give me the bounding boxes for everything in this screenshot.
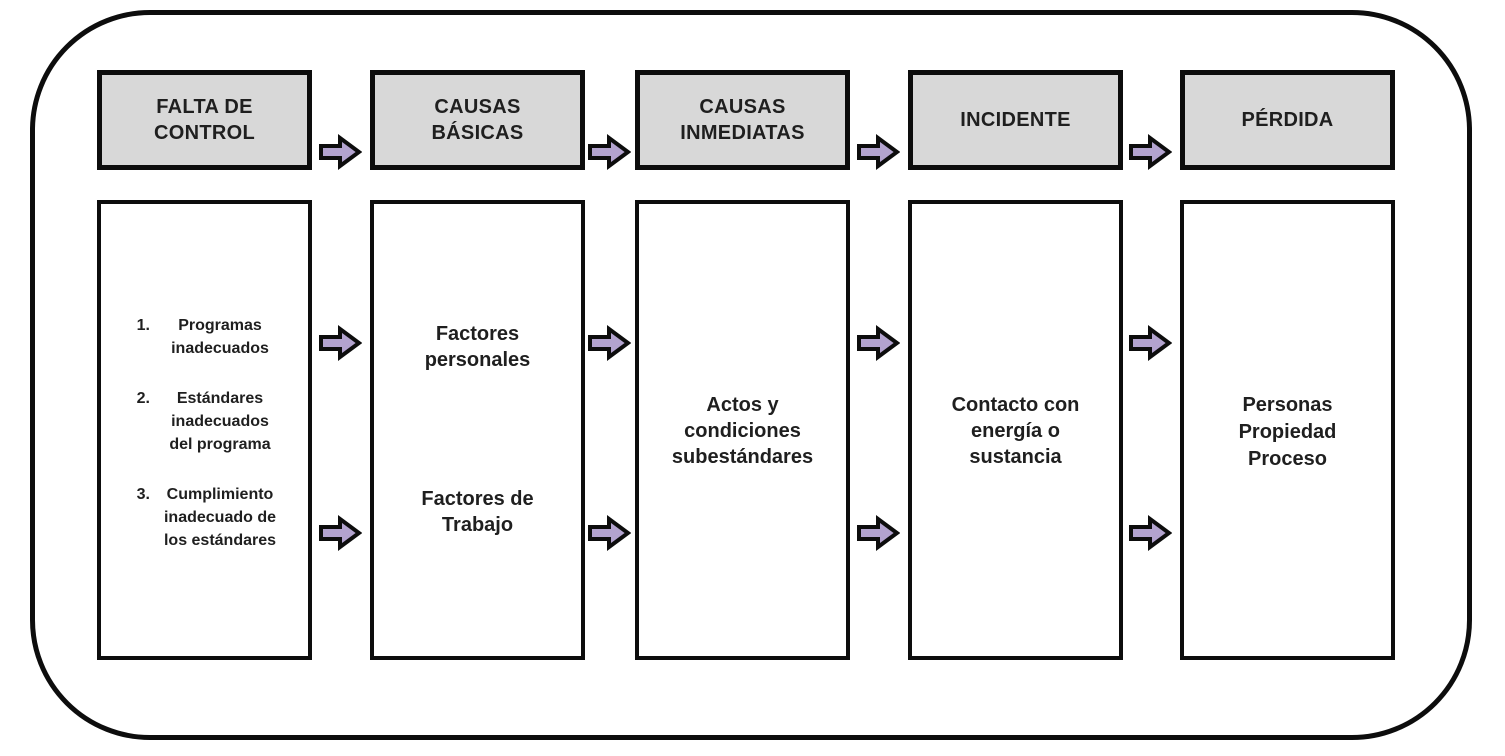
header-arrow-4 (1128, 134, 1172, 170)
body-label-factores-personales: Factores personales (424, 323, 531, 371)
body-arrow-upper-2 (587, 325, 631, 361)
body-arrow-upper-1 (318, 325, 362, 361)
body-arrow-lower-4 (1128, 515, 1172, 551)
header-arrow-3 (856, 134, 900, 170)
header-box-incidente: INCIDENTE (908, 70, 1123, 170)
right-arrow-icon (319, 325, 362, 361)
body-box-falta-de-control: 1. Programas inadecuados 2. Estándares i… (97, 200, 312, 660)
list-item: 1. Programas inadecuados (128, 314, 281, 360)
header-label: CAUSAS BÁSICAS (431, 96, 524, 144)
right-arrow-icon (857, 515, 900, 551)
body-label-actos-condiciones: Actos y condiciones subestándares (671, 394, 814, 468)
list-item-number: 3. (136, 486, 150, 503)
right-arrow-icon (857, 134, 900, 170)
right-arrow-icon (1129, 134, 1172, 170)
header-label: INCIDENTE (960, 109, 1071, 131)
list-item-number: 1. (136, 317, 150, 334)
header-box-causas-basicas: CAUSAS BÁSICAS (370, 70, 585, 170)
body-arrow-upper-3 (856, 325, 900, 361)
header-label: CAUSAS INMEDIATAS (680, 96, 805, 144)
header-box-perdida: PÉRDIDA (1180, 70, 1395, 170)
body-arrow-lower-2 (587, 515, 631, 551)
right-arrow-icon (319, 515, 362, 551)
right-arrow-icon (1129, 325, 1172, 361)
header-box-falta-de-control: FALTA DE CONTROL (97, 70, 312, 170)
right-arrow-icon (588, 134, 631, 170)
header-arrow-2 (587, 134, 631, 170)
list-item-text: Programas inadecuados (171, 317, 269, 357)
loss-line-personas: Personas (1242, 394, 1333, 416)
control-failure-list: 1. Programas inadecuados 2. Estándares i… (101, 204, 308, 656)
list-item-text: Cumplimiento inadecuado de los estándare… (163, 486, 277, 549)
list-item: 2. Estándares inadecuados del programa (128, 387, 281, 456)
header-box-causas-inmediatas: CAUSAS INMEDIATAS (635, 70, 850, 170)
loss-line-propiedad: Propiedad (1238, 421, 1337, 443)
list-item-number: 2. (136, 390, 150, 407)
right-arrow-icon (319, 134, 362, 170)
body-box-perdida: Personas Propiedad Proceso (1180, 200, 1395, 660)
body-box-incidente: Contacto con energía o sustancia (908, 200, 1123, 660)
body-box-causas-inmediatas: Actos y condiciones subestándares (635, 200, 850, 660)
list-item-text: Estándares inadecuados del programa (169, 390, 271, 453)
right-arrow-icon (857, 325, 900, 361)
body-label-factores-de-trabajo: Factores de Trabajo (421, 488, 534, 536)
body-arrow-lower-1 (318, 515, 362, 551)
body-label-contacto: Contacto con energía o sustancia (951, 394, 1080, 468)
body-box-causas-basicas: Factores personales Factores de Trabajo (370, 200, 585, 660)
loss-line-proceso: Proceso (1248, 448, 1327, 470)
body-arrow-upper-4 (1128, 325, 1172, 361)
header-label: PÉRDIDA (1241, 109, 1334, 131)
right-arrow-icon (588, 515, 631, 551)
loss-categories: Personas Propiedad Proceso (1184, 392, 1391, 473)
body-arrow-lower-3 (856, 515, 900, 551)
right-arrow-icon (1129, 515, 1172, 551)
header-label: FALTA DE CONTROL (154, 96, 255, 144)
right-arrow-icon (588, 325, 631, 361)
list-item: 3. Cumplimiento inadecuado de los estánd… (128, 483, 281, 552)
header-arrow-1 (318, 134, 362, 170)
